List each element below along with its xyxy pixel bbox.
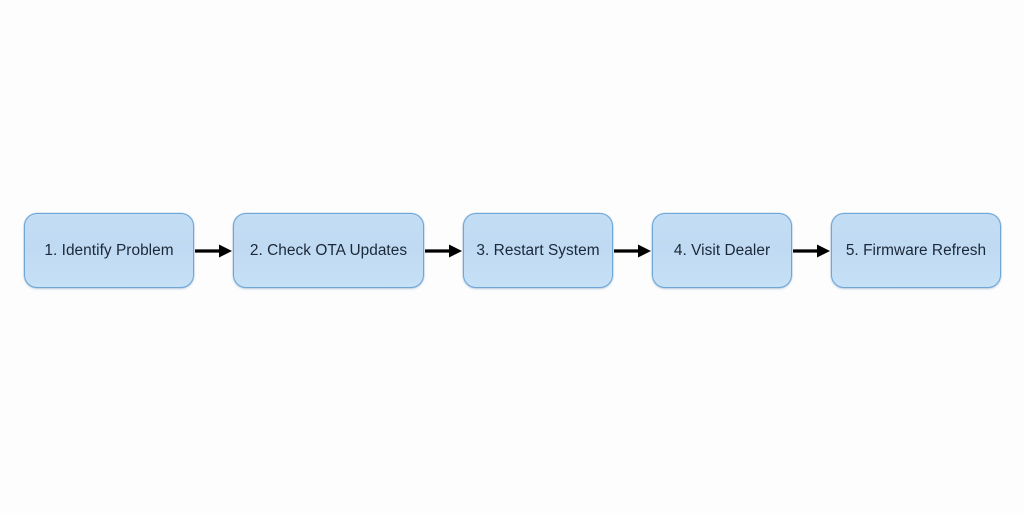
flowchart-sequence: 1. Identify Problem 2. Check OTA Updates <box>0 213 1024 288</box>
flow-node-3-label: 3. Restart System <box>476 241 600 259</box>
flow-arrow-4 <box>792 213 831 288</box>
flow-node-2-label: 2. Check OTA Updates <box>249 241 408 259</box>
arrow-right-icon <box>424 242 463 260</box>
flow-node-1[interactable]: 1. Identify Problem <box>24 213 194 288</box>
arrow-right-icon <box>194 242 233 260</box>
flow-arrow-3 <box>613 213 652 288</box>
flow-node-5[interactable]: 5. Firmware Refresh <box>831 213 1001 288</box>
flow-arrow-1 <box>194 213 233 288</box>
flow-node-1-label: 1. Identify Problem <box>44 241 174 259</box>
flow-node-4[interactable]: 4. Visit Dealer <box>652 213 792 288</box>
flow-node-2[interactable]: 2. Check OTA Updates <box>233 213 424 288</box>
arrow-right-icon <box>613 242 652 260</box>
flow-node-3[interactable]: 3. Restart System <box>463 213 613 288</box>
arrow-right-icon <box>792 242 831 260</box>
flow-node-5-label: 5. Firmware Refresh <box>845 241 987 259</box>
flow-arrow-2 <box>424 213 463 288</box>
flow-node-4-label: 4. Visit Dealer <box>673 241 771 259</box>
